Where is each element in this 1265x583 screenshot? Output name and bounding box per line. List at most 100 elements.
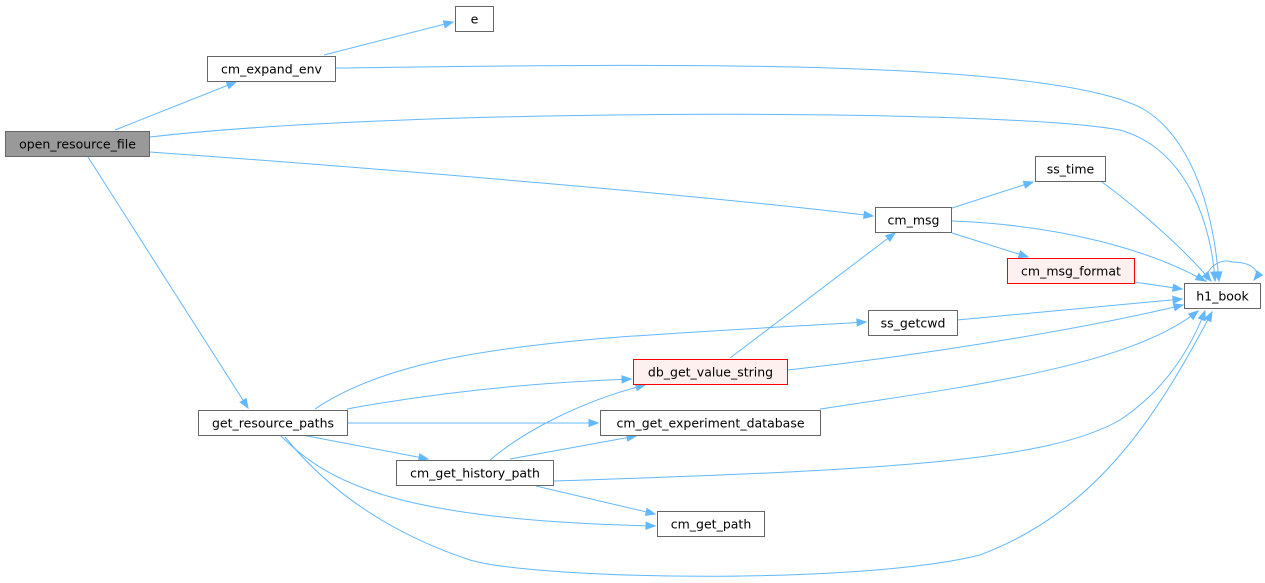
edge-cm-msg-to-cm-msg-format (951, 232, 1030, 259)
edge-line (335, 64, 1220, 282)
arrowhead (863, 210, 875, 220)
node-cm-get-experiment-database[interactable]: cm_get_experiment_database (600, 410, 821, 436)
edge-line (149, 113, 1216, 282)
arrowhead (884, 232, 897, 243)
edge-line (509, 435, 637, 460)
arrowhead (645, 521, 657, 531)
arrowhead (621, 375, 633, 384)
node-box (207, 56, 336, 82)
arrowhead (1210, 271, 1219, 283)
node-box (1035, 156, 1106, 182)
edge-get-resource-paths-to-ss-getcwd (314, 318, 868, 410)
node-box (875, 207, 952, 233)
edge-open-resource-file-to-h1-book (149, 113, 1219, 283)
edge-line (787, 304, 1184, 371)
node-label: cm_expand_env (221, 62, 322, 77)
arrowhead (239, 397, 249, 410)
node-open-resource-file[interactable]: open_resource_file (5, 131, 150, 157)
edge-line (346, 378, 632, 410)
edge-line (535, 485, 656, 515)
node-cm-expand-env[interactable]: cm_expand_env (207, 56, 336, 82)
edge-db-get-value-string-to-cm-msg (729, 232, 897, 359)
edge-cm-msg-format-to-h1-book (1133, 281, 1184, 292)
edge-cm-get-history-path-to-cm-get-path (535, 485, 657, 516)
edge-line (301, 434, 429, 460)
edge-line (956, 298, 1183, 321)
arrowhead (1022, 180, 1035, 189)
arrowhead (1172, 303, 1185, 312)
edge-open-resource-file-to-cm-expand-env (114, 81, 238, 131)
node-cm-get-path[interactable]: cm_get_path (657, 511, 765, 537)
arrowhead (1017, 250, 1030, 259)
arrowhead (1187, 310, 1200, 321)
node-box (455, 6, 494, 32)
node-box (633, 359, 788, 385)
edge-line (323, 21, 454, 56)
node-label: db_get_value_string (648, 365, 773, 380)
arrowhead (856, 318, 868, 327)
edge-get-resource-paths-to-h1-book (284, 310, 1213, 577)
edge-line (552, 310, 1206, 482)
node-label: cm_get_history_path (410, 466, 540, 481)
arrowhead (1197, 309, 1206, 322)
node-cm-msg-format[interactable]: cm_msg_format (1007, 258, 1135, 284)
node-ss-getcwd[interactable]: ss_getcwd (868, 310, 958, 336)
arrowhead (588, 418, 600, 428)
arrowhead (1172, 295, 1184, 305)
edge-get-resource-paths-to-cm-get-path (279, 434, 657, 531)
edge-line (489, 384, 646, 461)
edge-cm-get-history-path-to-h1-book (552, 309, 1206, 482)
node-e[interactable]: e (455, 6, 494, 32)
edge-line (114, 81, 237, 131)
edge-line (87, 156, 249, 409)
edge-cm-get-history-path-to-cm-get-experiment-database (509, 433, 638, 460)
node-box (5, 131, 150, 157)
edge-open-resource-file-to-cm-msg (149, 151, 875, 220)
node-box (600, 410, 821, 436)
edge-open-resource-file-to-get-resource-paths (87, 156, 249, 410)
edge-cm-expand-env-to-e (323, 20, 455, 56)
edge-line (951, 232, 1029, 258)
node-label: cm_get_experiment_database (616, 416, 804, 431)
node-cm-get-history-path[interactable]: cm_get_history_path (396, 460, 554, 486)
edge-get-resource-paths-to-cm-get-history-path (301, 434, 430, 462)
arrowhead (442, 20, 455, 29)
edge-get-resource-paths-to-cm-get-experiment-database (348, 418, 600, 428)
node-label: ss_time (1047, 162, 1095, 177)
node-label: open_resource_file (19, 137, 136, 152)
node-box (1007, 258, 1135, 284)
node-cm-msg[interactable]: cm_msg (875, 207, 952, 233)
arrowhead (225, 81, 238, 90)
node-label: cm_get_path (671, 517, 752, 532)
nodes-layer: open_resource_file cm_expand_env e get_reso… (5, 6, 1261, 537)
edge-line (279, 434, 656, 527)
edge-get-resource-paths-to-db-get-value-string (346, 375, 633, 410)
node-box (1184, 283, 1261, 309)
edge-line (951, 181, 1034, 209)
edge-db-get-value-string-to-h1-book (787, 303, 1185, 371)
node-label: ss_getcwd (881, 316, 946, 331)
arrowhead (644, 507, 657, 516)
arrowhead (1194, 272, 1207, 282)
node-box (396, 460, 554, 486)
edge-cm-get-experiment-database-to-h1-book (819, 310, 1200, 410)
edges-layer (87, 20, 1264, 577)
edge-cm-msg-to-h1-book (951, 220, 1207, 282)
edge-h1-book-to-h1-book (1205, 260, 1264, 283)
node-h1-book[interactable]: h1_book (1184, 283, 1261, 309)
node-label: get_resource_paths (212, 416, 334, 431)
node-label: e (471, 12, 479, 27)
node-box (198, 410, 348, 436)
node-db-get-value-string[interactable]: db_get_value_string (633, 359, 788, 385)
edge-line (819, 310, 1199, 410)
arrowhead (1171, 283, 1184, 292)
edge-line (149, 151, 874, 217)
edge-line (314, 321, 867, 410)
node-label: cm_msg (888, 213, 940, 228)
edge-ss-getcwd-to-h1-book (956, 295, 1184, 321)
node-get-resource-paths[interactable]: get_resource_paths (198, 410, 348, 436)
node-ss-time[interactable]: ss_time (1035, 156, 1106, 182)
edge-line (951, 220, 1206, 282)
edge-line (284, 311, 1213, 577)
